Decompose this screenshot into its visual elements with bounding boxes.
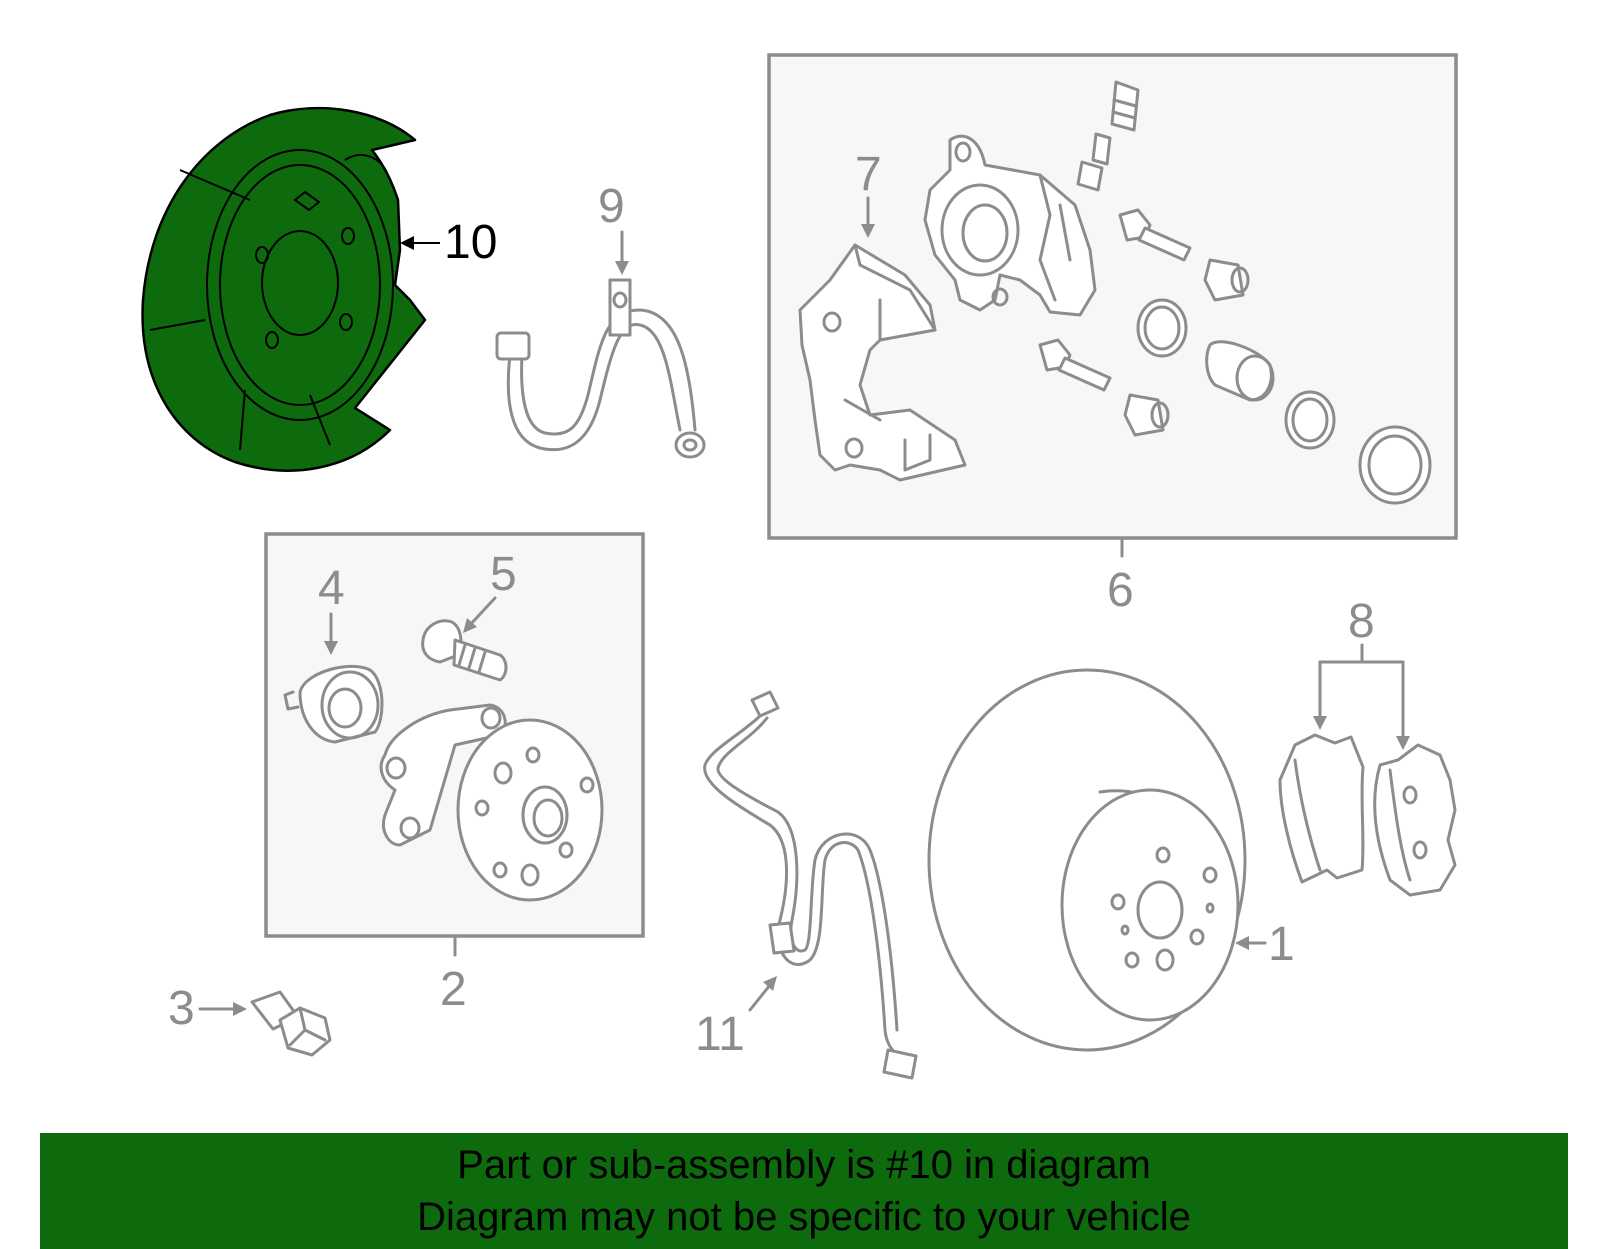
part-1-rotor[interactable]	[927, 668, 1247, 1052]
caliper-guide-pins[interactable]	[1038, 208, 1250, 437]
caliper-seals-and-piston[interactable]	[1136, 298, 1432, 505]
banner-line-disclaimer: Diagram may not be specific to your vehi…	[417, 1195, 1191, 1239]
svg-text:7: 7	[855, 148, 882, 201]
svg-text:3: 3	[168, 982, 195, 1035]
callout-11: 11	[695, 976, 777, 1061]
part-3-bolt[interactable]	[250, 990, 332, 1057]
caliper-body[interactable]	[923, 134, 1097, 317]
callout-9: 9	[598, 180, 629, 275]
info-banner: Part or sub-assembly is #10 in diagram D…	[40, 1133, 1568, 1249]
callout-8: 8	[1313, 595, 1410, 750]
svg-text:4: 4	[318, 562, 345, 615]
callout-4: 4	[318, 562, 345, 655]
svg-text:5: 5	[490, 548, 517, 601]
part-4-bearing[interactable]	[283, 665, 384, 744]
caliper-bleeder-parts[interactable]	[1076, 80, 1140, 192]
callout-1: 1	[1235, 918, 1295, 971]
svg-text:9: 9	[598, 180, 625, 233]
part-7-caliper-bracket[interactable]	[798, 243, 967, 482]
part-8-brake-pads[interactable]	[1278, 733, 1457, 897]
part-5-hub-bolt[interactable]	[421, 619, 508, 682]
svg-text:11: 11	[695, 1008, 745, 1061]
svg-text:10: 10	[444, 216, 497, 269]
svg-text:2: 2	[440, 963, 467, 1016]
callout-7: 7	[855, 148, 882, 238]
callout-5: 5	[463, 548, 517, 633]
part-9-brake-hose[interactable]	[495, 278, 706, 459]
banner-line-part: Part or sub-assembly is #10 in diagram	[457, 1143, 1151, 1187]
callout-10: 10	[400, 216, 497, 269]
hub-flange[interactable]	[379, 703, 604, 902]
callout-3: 3	[168, 982, 247, 1035]
part-10-dust-shield[interactable]	[141, 106, 427, 472]
svg-text:1: 1	[1268, 918, 1295, 971]
callout-2: 2	[440, 934, 467, 1016]
part-11-abs-sensor[interactable]	[703, 690, 918, 1080]
svg-text:8: 8	[1348, 595, 1375, 648]
svg-text:6: 6	[1107, 564, 1134, 617]
callout-6: 6	[1107, 536, 1134, 617]
